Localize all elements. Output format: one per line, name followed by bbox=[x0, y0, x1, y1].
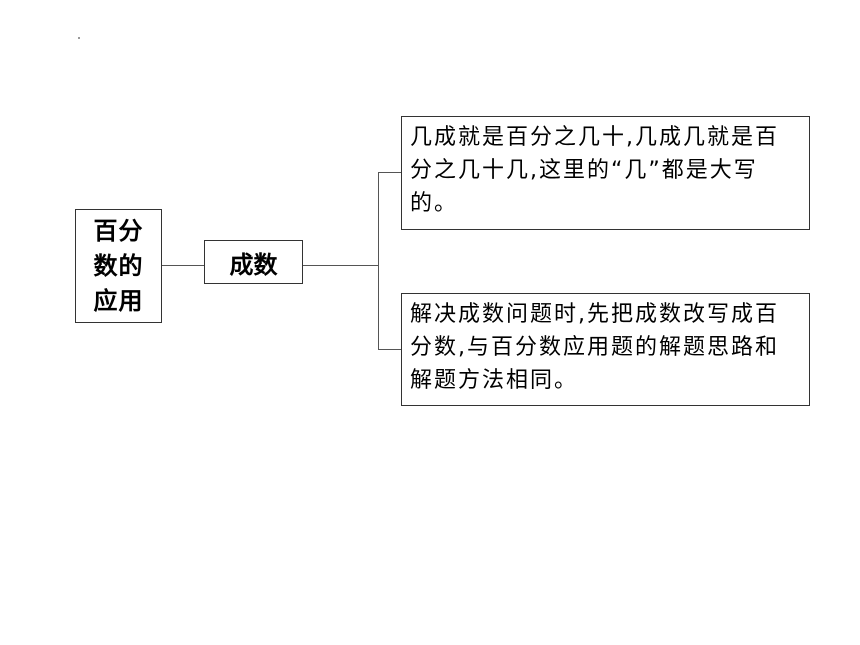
connector-to-leaf-1 bbox=[378, 172, 401, 173]
leaf-node-definition-text: 几成就是百分之几十,几成几就是百分之几十几,这里的“几”都是大写的。 bbox=[410, 125, 779, 216]
stray-dot bbox=[78, 37, 80, 39]
root-node: 百分数的应用 bbox=[75, 209, 162, 323]
root-node-label: 百分数的应用 bbox=[93, 216, 144, 315]
branch-node: 成数 bbox=[204, 240, 303, 284]
connector-branch-horizontal bbox=[303, 265, 379, 266]
leaf-node-definition: 几成就是百分之几十,几成几就是百分之几十几,这里的“几”都是大写的。 bbox=[401, 116, 810, 230]
leaf-node-method: 解决成数问题时,先把成数改写成百分数,与百分数应用题的解题思路和解题方法相同。 bbox=[401, 293, 810, 406]
leaf-node-method-text: 解决成数问题时,先把成数改写成百分数,与百分数应用题的解题思路和解题方法相同。 bbox=[410, 302, 779, 393]
connector-vertical-spine bbox=[378, 172, 379, 350]
branch-node-label: 成数 bbox=[229, 250, 278, 279]
connector-root-to-branch bbox=[162, 265, 204, 266]
connector-to-leaf-2 bbox=[378, 349, 401, 350]
